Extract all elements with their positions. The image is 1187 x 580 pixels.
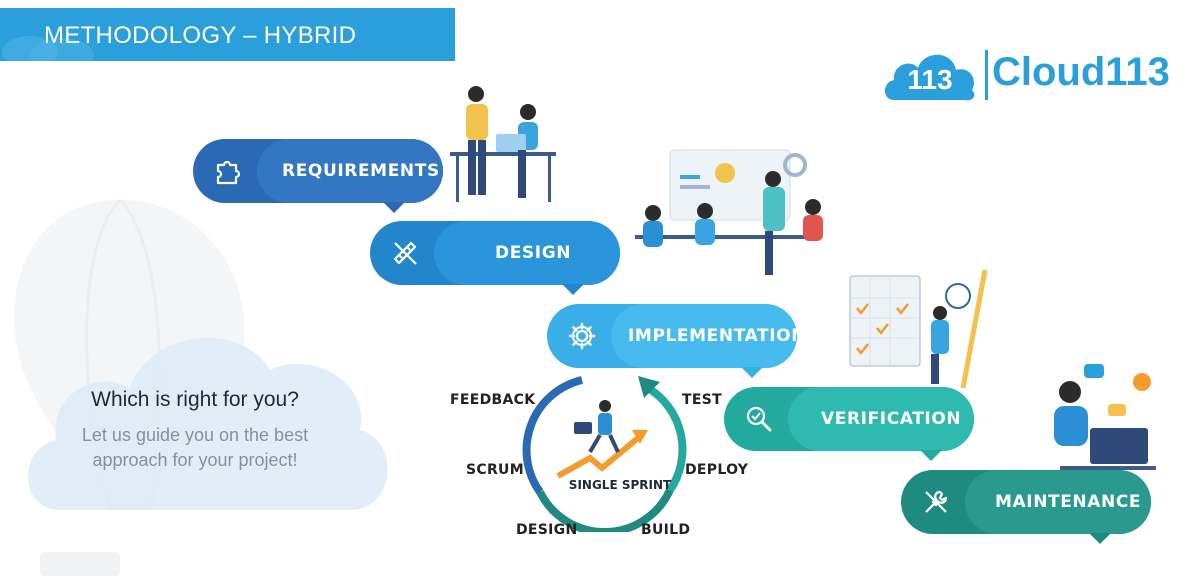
page-title: METHODOLOGY – HYBRID (44, 22, 357, 49)
cycle-step-design: DESIGN (516, 522, 578, 538)
cycle-step-deploy: DEPLOY (685, 462, 749, 478)
stage-label: DESIGN (495, 243, 572, 263)
cycle-arc-bottom (536, 488, 674, 532)
sprint-center-label: SINGLE SPRINT (568, 478, 672, 492)
stage-label: REQUIREMENTS (282, 161, 440, 181)
stage-requirements: REQUIREMENTS (193, 139, 443, 213)
tools-icon (901, 470, 971, 534)
design-team-illustration (635, 149, 823, 275)
planning-calendar-illustration (849, 269, 988, 388)
logo-wordmark: Cloud113 (992, 50, 1170, 94)
puzzle-icon (193, 139, 263, 203)
stage-label: VERIFICATION (821, 409, 962, 429)
stage-label: IMPLEMENTATION (628, 326, 807, 346)
ruler-pencil-icon (370, 221, 440, 285)
stage-maintenance: MAINTENANCE (901, 470, 1151, 544)
support-agent-illustration (1054, 364, 1156, 470)
cycle-arc-left (522, 376, 583, 495)
stage-label: MAINTENANCE (995, 492, 1142, 512)
guide-line-1: Let us guide you on the best (81, 425, 309, 445)
logo-badge-text: 113 (907, 64, 953, 95)
title-banner: METHODOLOGY – HYBRID (0, 8, 455, 61)
intro-question: Which is right for you? (91, 388, 299, 411)
stage-implementation: IMPLEMENTATION (547, 304, 805, 378)
guide-line-2: approach for your project! (92, 450, 298, 470)
team-meeting-illustration (450, 86, 556, 202)
intro-cloud-shape (27, 337, 388, 510)
growth-arrow-icon (556, 435, 640, 479)
magnifier-check-icon (724, 387, 794, 451)
stage-verification: VERIFICATION (724, 387, 974, 461)
cycle-arc-right (645, 384, 687, 493)
cycle-step-build: BUILD (641, 522, 691, 538)
cycle-step-test: TEST (682, 392, 722, 408)
sprint-cycle-diagram (522, 376, 687, 532)
cycle-step-scrum: SCRUM (466, 462, 524, 478)
logo-separator (985, 50, 988, 100)
banner-cloud-decoration (2, 36, 94, 61)
stage-design: DESIGN (370, 221, 620, 295)
cycle-arrow-head (638, 376, 660, 398)
company-logo: 113 Cloud113 (880, 44, 1170, 106)
cloud-logo-icon (885, 54, 975, 101)
briefcase-icon (574, 422, 592, 434)
gear-icon (547, 304, 617, 368)
intro-guide-text: Let us guide you on the best approach fo… (50, 423, 340, 473)
cycle-step-feedback: FEEDBACK (450, 392, 536, 408)
